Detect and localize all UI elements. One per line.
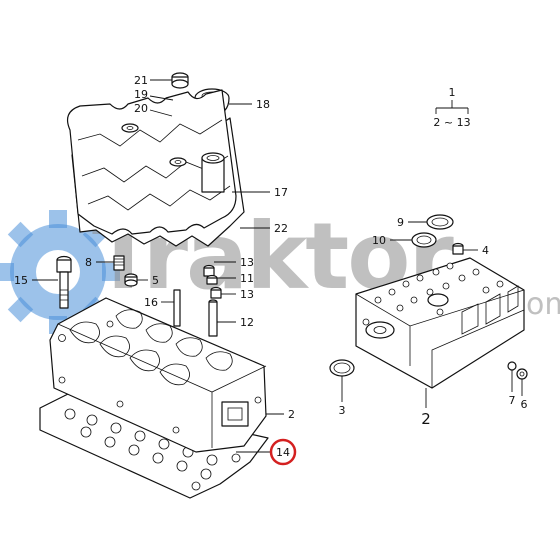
valve-guide-12	[208, 299, 218, 337]
head-gasket-14	[39, 393, 269, 499]
cap-13-lower	[210, 286, 222, 299]
callout-6: 6	[521, 398, 528, 411]
bolt-15	[56, 255, 72, 309]
seal-9	[426, 214, 454, 230]
callout-13-upper: 13	[240, 256, 254, 269]
plug-4	[452, 242, 464, 255]
callout-11: 11	[240, 272, 254, 285]
cap-13-upper	[203, 264, 215, 277]
cylinder-head-2-right	[355, 257, 525, 389]
callout-9: 9	[397, 216, 404, 229]
callout-16: 16	[144, 296, 158, 309]
callout-3: 3	[339, 404, 346, 417]
callout-2-left: 2	[288, 408, 295, 421]
callout-13-lower: 13	[240, 288, 254, 301]
callout-7: 7	[509, 394, 516, 407]
callout-12: 12	[240, 316, 254, 329]
callout-2-right: 2	[421, 410, 431, 428]
callout-17: 17	[274, 186, 288, 199]
o-ring-3	[329, 359, 355, 377]
cylinder-head-2-left	[49, 297, 267, 453]
callout-labels: 21 19 20 18 17 22 8 5 15 16 13 11 13 12 …	[14, 74, 528, 466]
assembly-number: 1	[449, 86, 456, 99]
assembly-note: 1 2 ~ 13	[433, 86, 470, 129]
seal-11	[206, 274, 218, 285]
cap-21	[171, 72, 189, 89]
callout-18: 18	[256, 98, 270, 111]
callout-14: 14	[276, 446, 290, 459]
leader-lines	[32, 79, 523, 453]
callout-4: 4	[482, 244, 489, 257]
stud-8	[113, 255, 125, 271]
callout-21: 21	[134, 74, 148, 87]
callout-20: 20	[134, 102, 148, 115]
callout-22: 22	[274, 222, 288, 235]
plug-6	[516, 368, 528, 380]
washer-7	[507, 361, 517, 371]
seal-10	[411, 232, 437, 248]
callout-15: 15	[14, 274, 28, 287]
valve-cover-17	[67, 89, 237, 235]
assembly-range: 2 ~ 13	[433, 116, 470, 129]
stud-16	[173, 289, 181, 327]
callout-10: 10	[372, 234, 386, 247]
callout-14-highlight: 14	[269, 438, 297, 466]
callout-5: 5	[152, 274, 159, 287]
nut-5	[124, 273, 138, 287]
callout-8: 8	[85, 256, 92, 269]
callout-19: 19	[134, 88, 148, 101]
